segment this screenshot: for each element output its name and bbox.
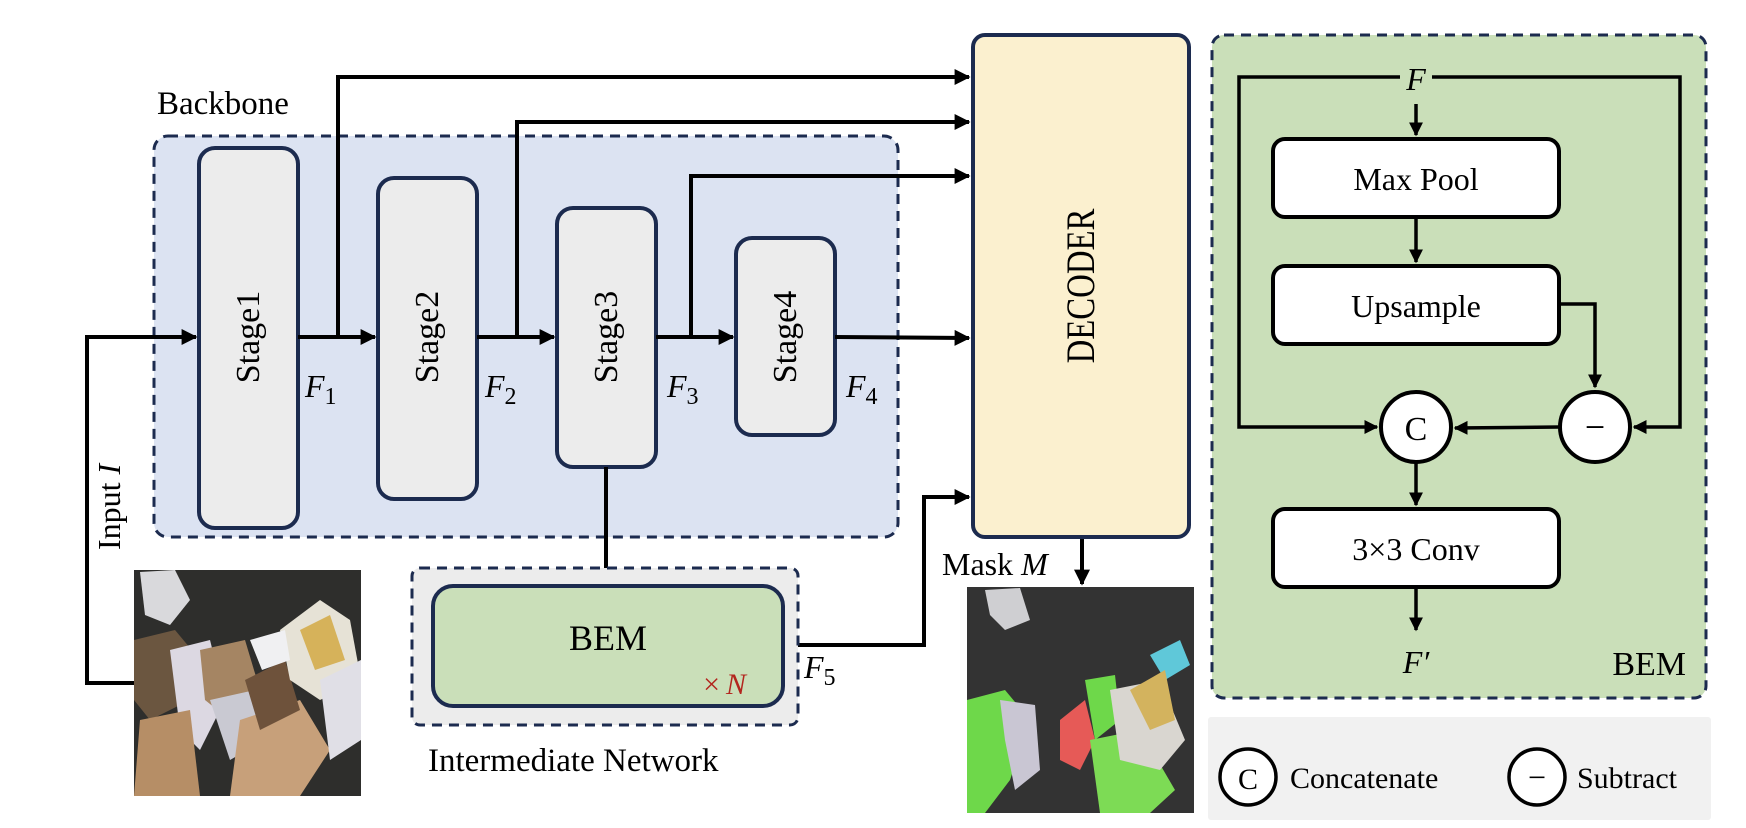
arrow-f2-decoder bbox=[515, 114, 971, 337]
decoder-group: DECODER bbox=[971, 33, 1191, 539]
subtract-node-symbol: − bbox=[1585, 407, 1605, 447]
stage4-label: Stage4 bbox=[767, 291, 804, 384]
upsample-label: Upsample bbox=[1351, 288, 1481, 324]
legend-subtract-label: Subtract bbox=[1577, 762, 1678, 795]
feature-label-f1: F1 bbox=[304, 368, 337, 410]
legend-concat-label: Concatenate bbox=[1290, 762, 1438, 795]
feature-label-f3: F3 bbox=[666, 368, 699, 410]
feature-label-f4: F4 bbox=[845, 368, 878, 410]
concat-node-symbol: C bbox=[1405, 411, 1428, 448]
legend: C Concatenate − Subtract bbox=[1208, 717, 1711, 820]
input-label: Input I bbox=[91, 462, 127, 550]
mask-label: Mask M bbox=[942, 546, 1050, 582]
decoder-block[interactable] bbox=[971, 33, 1191, 539]
stage3-label: Stage3 bbox=[588, 291, 625, 384]
bem-skip-right bbox=[1432, 75, 1682, 434]
legend-background bbox=[1208, 717, 1711, 820]
bem-arrow-subtract-concat bbox=[1453, 420, 1561, 435]
feature-label-f5: F5 bbox=[803, 649, 836, 691]
stage1-label: Stage1 bbox=[230, 291, 267, 384]
decoder-label: DECODER bbox=[1058, 208, 1103, 363]
legend-subtract-symbol: − bbox=[1528, 759, 1546, 795]
bem-detail-title: BEM bbox=[1612, 646, 1686, 683]
connectors bbox=[85, 69, 1090, 685]
backbone-group: Backbone Stage1 Stage2 Stage3 Stage4 F1 … bbox=[152, 86, 900, 539]
bem-detail-container bbox=[1210, 33, 1708, 700]
arrow-f5-decoder bbox=[783, 489, 971, 647]
feature-label-f2: F2 bbox=[484, 368, 517, 410]
arrow-f1-decoder bbox=[336, 69, 971, 337]
intermediate-title: Intermediate Network bbox=[428, 743, 719, 779]
bem-block-label: BEM bbox=[569, 618, 647, 658]
backbone-title: Backbone bbox=[157, 86, 289, 122]
arrow-f4-decoder bbox=[834, 329, 971, 346]
arrow-f3-decoder bbox=[689, 168, 971, 337]
bem-output-label: F′ bbox=[1402, 644, 1431, 680]
intermediate-network-group: BEM ×N F5 Intermediate Network bbox=[410, 566, 836, 779]
mask-image bbox=[967, 587, 1194, 813]
legend-concat-symbol: C bbox=[1238, 763, 1258, 796]
input-image bbox=[134, 570, 361, 796]
bem-block[interactable] bbox=[431, 584, 785, 708]
repeat-count: ×N bbox=[703, 668, 748, 701]
bem-arrow-upsample-subtract bbox=[1559, 302, 1602, 389]
maxpool-label: Max Pool bbox=[1353, 161, 1478, 197]
stage2-label: Stage2 bbox=[409, 291, 446, 384]
bem-input-label: F bbox=[1405, 61, 1426, 97]
bem-detail-panel: F Max Pool Upsample − C 3×3 Conv F′ BEM bbox=[1210, 33, 1708, 700]
legend-concat-icon bbox=[1218, 747, 1278, 807]
stage4-block[interactable] bbox=[734, 236, 837, 437]
input-arrow bbox=[85, 329, 198, 685]
bem-skip-left bbox=[1237, 75, 1400, 434]
conv-label: 3×3 Conv bbox=[1352, 531, 1479, 567]
legend-subtract-icon bbox=[1507, 747, 1567, 807]
